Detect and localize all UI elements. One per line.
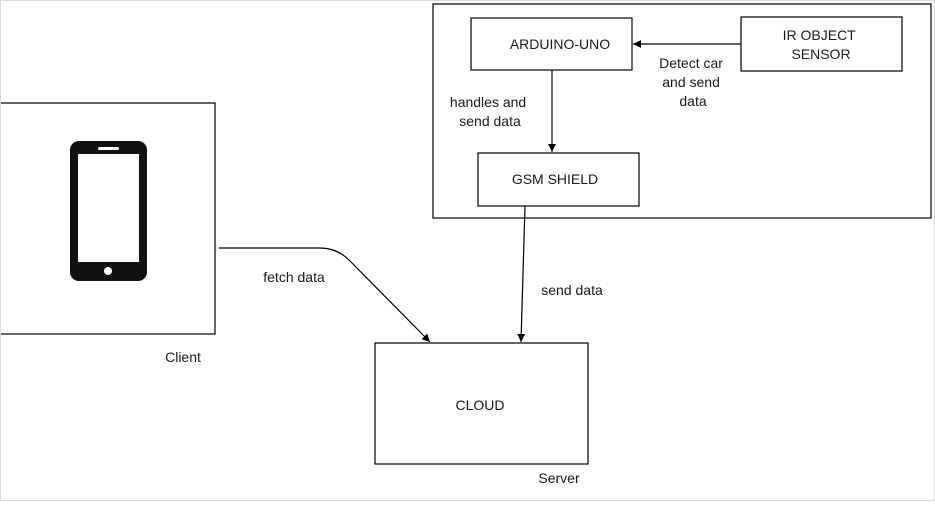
arduino-uno-box	[470, 17, 633, 71]
ir-sensor-label: IR OBJECT SENSOR	[783, 27, 860, 62]
gsm-shield-box	[477, 152, 640, 207]
edge-label-detect-car-line1: Detect car	[659, 55, 723, 71]
edge-label-detect-car-line3: data	[679, 93, 706, 109]
edge-label-handles-line1: handles and	[450, 94, 526, 110]
cloud-box	[374, 342, 589, 465]
gsm-shield-label: GSM SHIELD	[512, 171, 598, 187]
smartphone-icon	[70, 141, 147, 281]
ir-sensor-label-line1: IR OBJECT	[783, 27, 857, 43]
edge-client-to-cloud	[219, 247, 431, 343]
edge-label-handles-line2: send data	[459, 113, 521, 129]
edge-label-fetch: fetch data	[263, 269, 325, 285]
edge-label-send: send data	[541, 282, 603, 298]
server-label: Server	[538, 470, 580, 486]
cloud-label: CLOUD	[455, 397, 504, 413]
edge-label-handles: handles and send data	[450, 94, 530, 129]
ir-sensor-label-line2: SENSOR	[791, 46, 850, 62]
edge-label-detect-car: Detect car and send data	[659, 55, 727, 109]
client-label: Client	[165, 349, 201, 365]
edge-gsm-to-cloud	[517, 205, 526, 343]
edge-label-detect-car-line2: and send	[662, 74, 720, 90]
ir-sensor-box	[740, 16, 903, 72]
arduino-uno-label: ARDUINO-UNO	[510, 36, 610, 52]
